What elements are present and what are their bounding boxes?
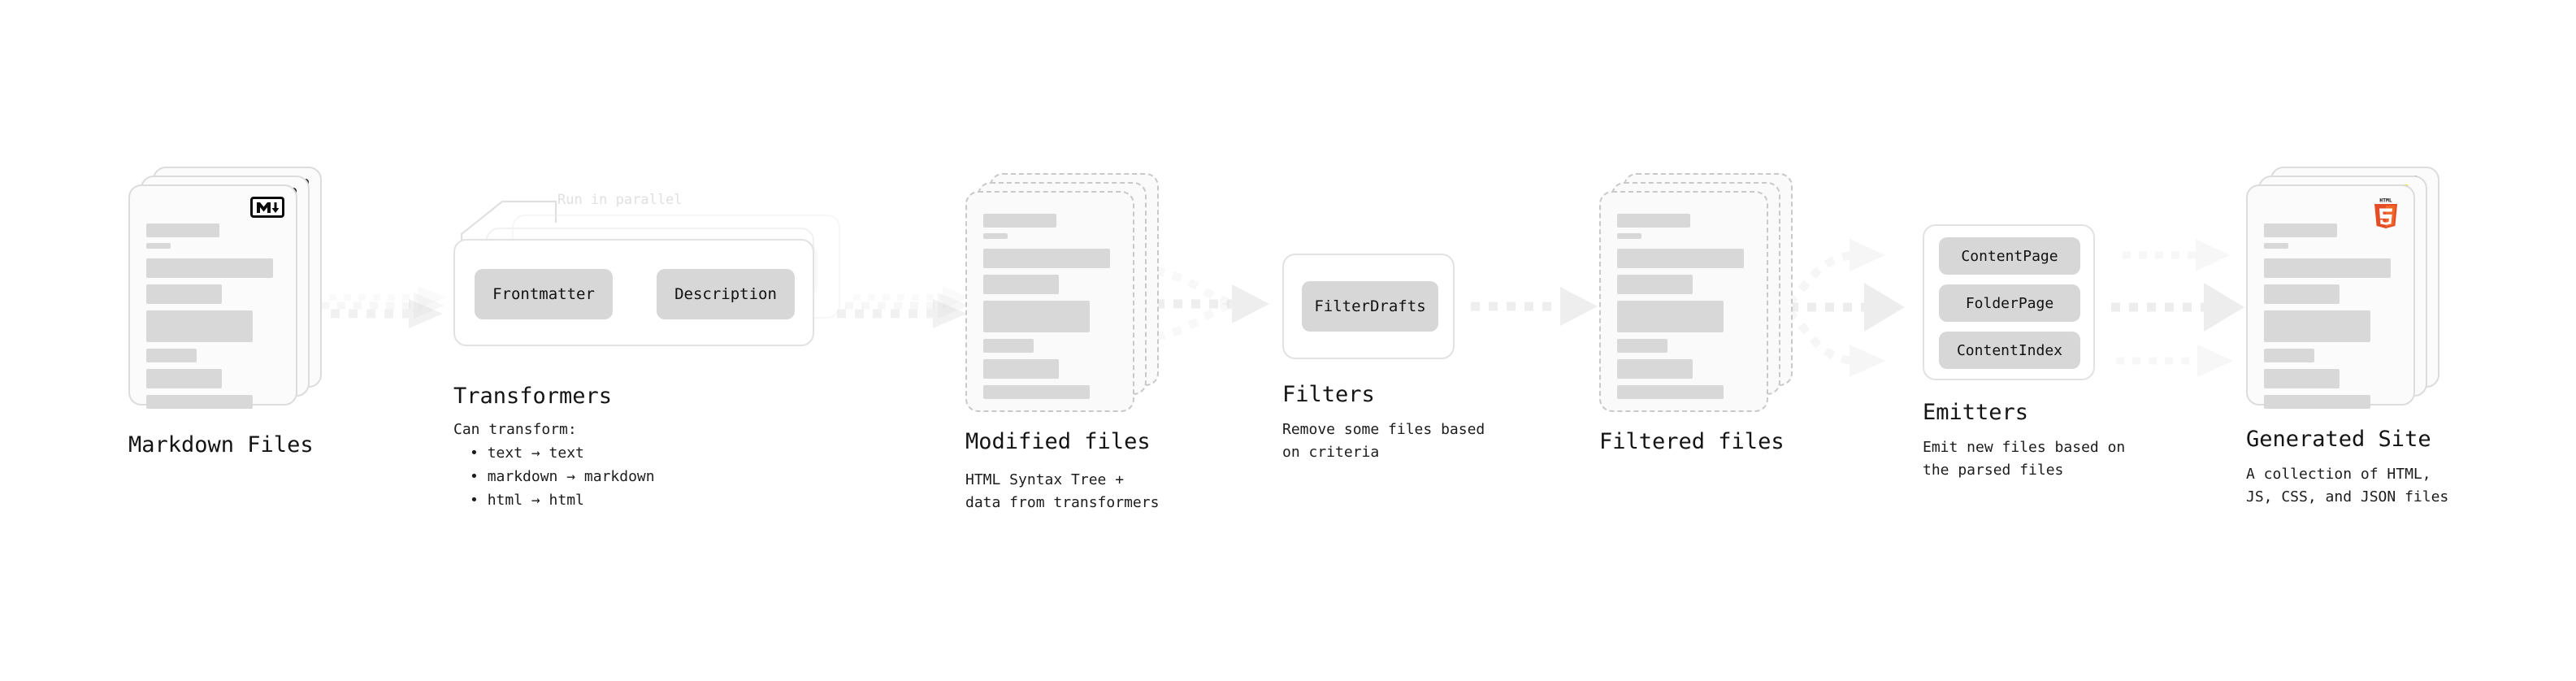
card-skeleton-content (146, 223, 280, 409)
card-skeleton-content (1617, 214, 1750, 399)
modified-card-front (965, 191, 1134, 412)
stage-emitters: ContentPage FolderPage ContentIndex (1923, 224, 2095, 380)
connector-modified-to-filters (1137, 266, 1269, 342)
skeleton-bar (1617, 385, 1724, 399)
card-skeleton-content (983, 214, 1117, 399)
filter-filterdrafts[interactable]: FilterDrafts (1302, 281, 1438, 332)
stage-modified-files (965, 173, 1160, 417)
label-filters: Filters (1282, 382, 1375, 407)
list-item: html → html (470, 488, 655, 512)
filtered-file-stack (1599, 173, 1794, 417)
skeleton-bar (1617, 339, 1668, 353)
label-transformers: Transformers (453, 384, 613, 409)
run-in-parallel-label: Run in parallel (557, 192, 683, 208)
list-item: markdown → markdown (470, 465, 655, 488)
label-markdown-files: Markdown Files (128, 432, 314, 458)
skeleton-bar (983, 214, 1057, 228)
emitter-contentpage[interactable]: ContentPage (1939, 237, 2080, 275)
skeleton-bar (1617, 233, 1641, 239)
stage-generated-site: CSS HTML (2246, 167, 2441, 410)
skeleton-bar (1617, 275, 1693, 294)
stage-transformers: Run in parallel (453, 192, 843, 398)
skeleton-bar (2264, 395, 2371, 409)
modified-file-stack (965, 173, 1160, 417)
label-filtered-files: Filtered files (1599, 429, 1785, 454)
skeleton-bar (983, 339, 1034, 353)
markdown-logo-icon (250, 197, 284, 218)
skeleton-bar (1617, 359, 1693, 379)
skeleton-bar (2264, 310, 2371, 342)
emitters-description: Emit new files based on the parsed files (1923, 439, 2126, 479)
generated-site-description: A collection of HTML, JS, CSS, and JSON … (2246, 466, 2449, 505)
connector-emitters-to-site (2111, 239, 2244, 377)
skeleton-bar (983, 275, 1060, 294)
connector-filtered-to-emitters (1771, 239, 1905, 377)
skeleton-bar (2264, 369, 2340, 388)
label-generated-site: Generated Site (2246, 427, 2431, 452)
skeleton-bar (983, 301, 1091, 332)
skeleton-bar (1617, 249, 1744, 268)
transformer-frontmatter[interactable]: Frontmatter (475, 269, 613, 319)
transformers-group-box: Frontmatter Description (453, 239, 814, 346)
skeleton-bar (146, 243, 171, 249)
label-emitters: Emitters (1923, 400, 2029, 425)
skeleton-bar (2264, 243, 2288, 249)
skeleton-bar (2264, 223, 2338, 237)
stage-filters: FilterDrafts (1282, 254, 1455, 359)
emitter-folderpage[interactable]: FolderPage (1939, 284, 2080, 322)
skeleton-bar (146, 369, 223, 388)
markdown-card-front (128, 184, 297, 409)
card-skeleton-content (2264, 223, 2397, 409)
connector-filters-to-filtered (1471, 287, 1598, 326)
transformer-description[interactable]: Description (657, 269, 795, 319)
skeleton-bar (1617, 301, 1724, 332)
emitters-group-box: ContentPage FolderPage ContentIndex (1923, 224, 2095, 380)
skeleton-bar (146, 349, 197, 362)
stage-markdown-files (128, 167, 323, 410)
connector-transformers-to-modified (837, 286, 970, 328)
emitter-contentindex[interactable]: ContentIndex (1939, 332, 2080, 369)
skeleton-bar (2264, 258, 2391, 278)
svg-text:HTML: HTML (2379, 197, 2392, 204)
skeleton-bar (983, 359, 1060, 379)
skeleton-bar (983, 233, 1008, 239)
skeleton-bar (2264, 284, 2340, 304)
skeleton-bar (146, 284, 223, 304)
skeleton-bar (146, 395, 254, 409)
skeleton-bar (146, 310, 254, 342)
label-modified-files: Modified files (965, 429, 1151, 454)
skeleton-bar (1617, 214, 1691, 228)
stage-filtered-files (1599, 173, 1794, 417)
list-item: text → text (470, 441, 655, 465)
skeleton-bar (146, 223, 220, 237)
filters-description: Remove some files based on criteria (1282, 421, 1485, 461)
filtered-card-front (1599, 191, 1768, 412)
filters-group-box: FilterDrafts (1282, 254, 1455, 359)
skeleton-bar (983, 385, 1091, 399)
skeleton-bar (146, 258, 273, 278)
markdown-file-stack (128, 167, 323, 410)
modified-files-description: HTML Syntax Tree + data from transformer… (965, 471, 1160, 511)
html5-logo-icon: HTML (2371, 196, 2400, 228)
skeleton-bar (2264, 349, 2315, 362)
skeleton-bar (983, 249, 1110, 268)
transformers-bullet-list: text → text markdown → markdown html → h… (470, 441, 655, 512)
generated-site-stack: CSS HTML (2246, 167, 2441, 410)
generated-card-front: HTML (2246, 184, 2415, 409)
transformers-description: Can transform: (453, 421, 577, 438)
connector-markdown-to-transformers (313, 286, 446, 328)
